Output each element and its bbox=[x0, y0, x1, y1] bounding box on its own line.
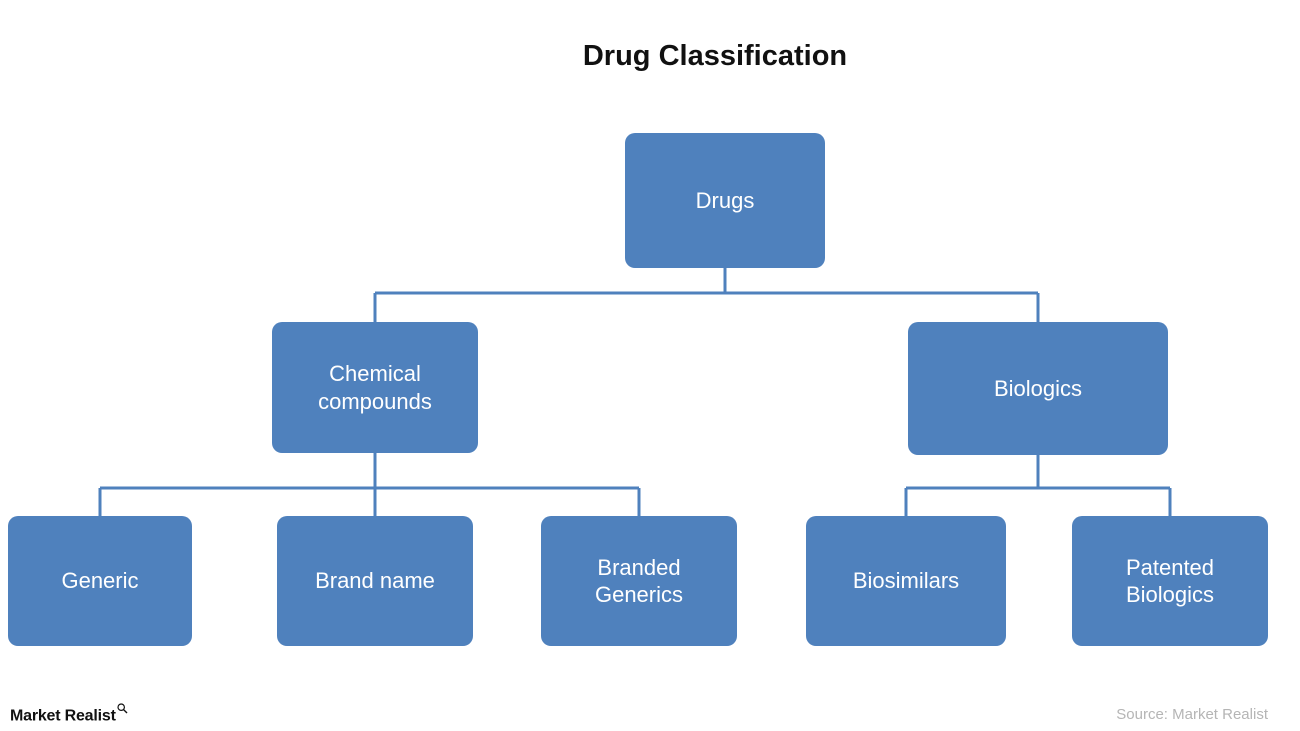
node-biologics-label: Biologics bbox=[993, 375, 1083, 401]
connector-level-1 bbox=[373, 268, 1040, 322]
node-patented-biologics-label: Patented Biologics bbox=[1125, 554, 1215, 608]
node-patented-biologics: Patented Biologics bbox=[1072, 516, 1268, 646]
node-drugs-label: Drugs bbox=[695, 187, 755, 213]
node-chemical-compounds: Chemical compounds bbox=[272, 322, 478, 453]
node-generic-label: Generic bbox=[61, 568, 139, 594]
magnifier-icon bbox=[117, 703, 128, 714]
node-biosimilars: Biosimilars bbox=[806, 516, 1006, 646]
node-branded-generics-label: Branded Generics bbox=[594, 554, 684, 608]
connector-level-2-left bbox=[98, 453, 641, 516]
brand-logo-text: Market Realist bbox=[10, 707, 116, 725]
node-brand-name-label: Brand name bbox=[315, 568, 435, 594]
diagram-title: Drug Classification bbox=[582, 40, 848, 72]
node-chemical-compounds-label: Chemical compounds bbox=[318, 361, 432, 414]
node-biosimilars-label: Biosimilars bbox=[852, 568, 960, 594]
node-drugs: Drugs bbox=[625, 133, 825, 268]
node-branded-generics: Branded Generics bbox=[541, 516, 737, 646]
node-generic: Generic bbox=[8, 516, 192, 646]
brand-logo: Market Realist bbox=[10, 703, 128, 725]
node-brand-name: Brand name bbox=[277, 516, 473, 646]
source-credit: Source: Market Realist bbox=[1116, 706, 1268, 723]
node-biologics: Biologics bbox=[908, 322, 1168, 455]
connector-level-2-right bbox=[904, 455, 1172, 516]
